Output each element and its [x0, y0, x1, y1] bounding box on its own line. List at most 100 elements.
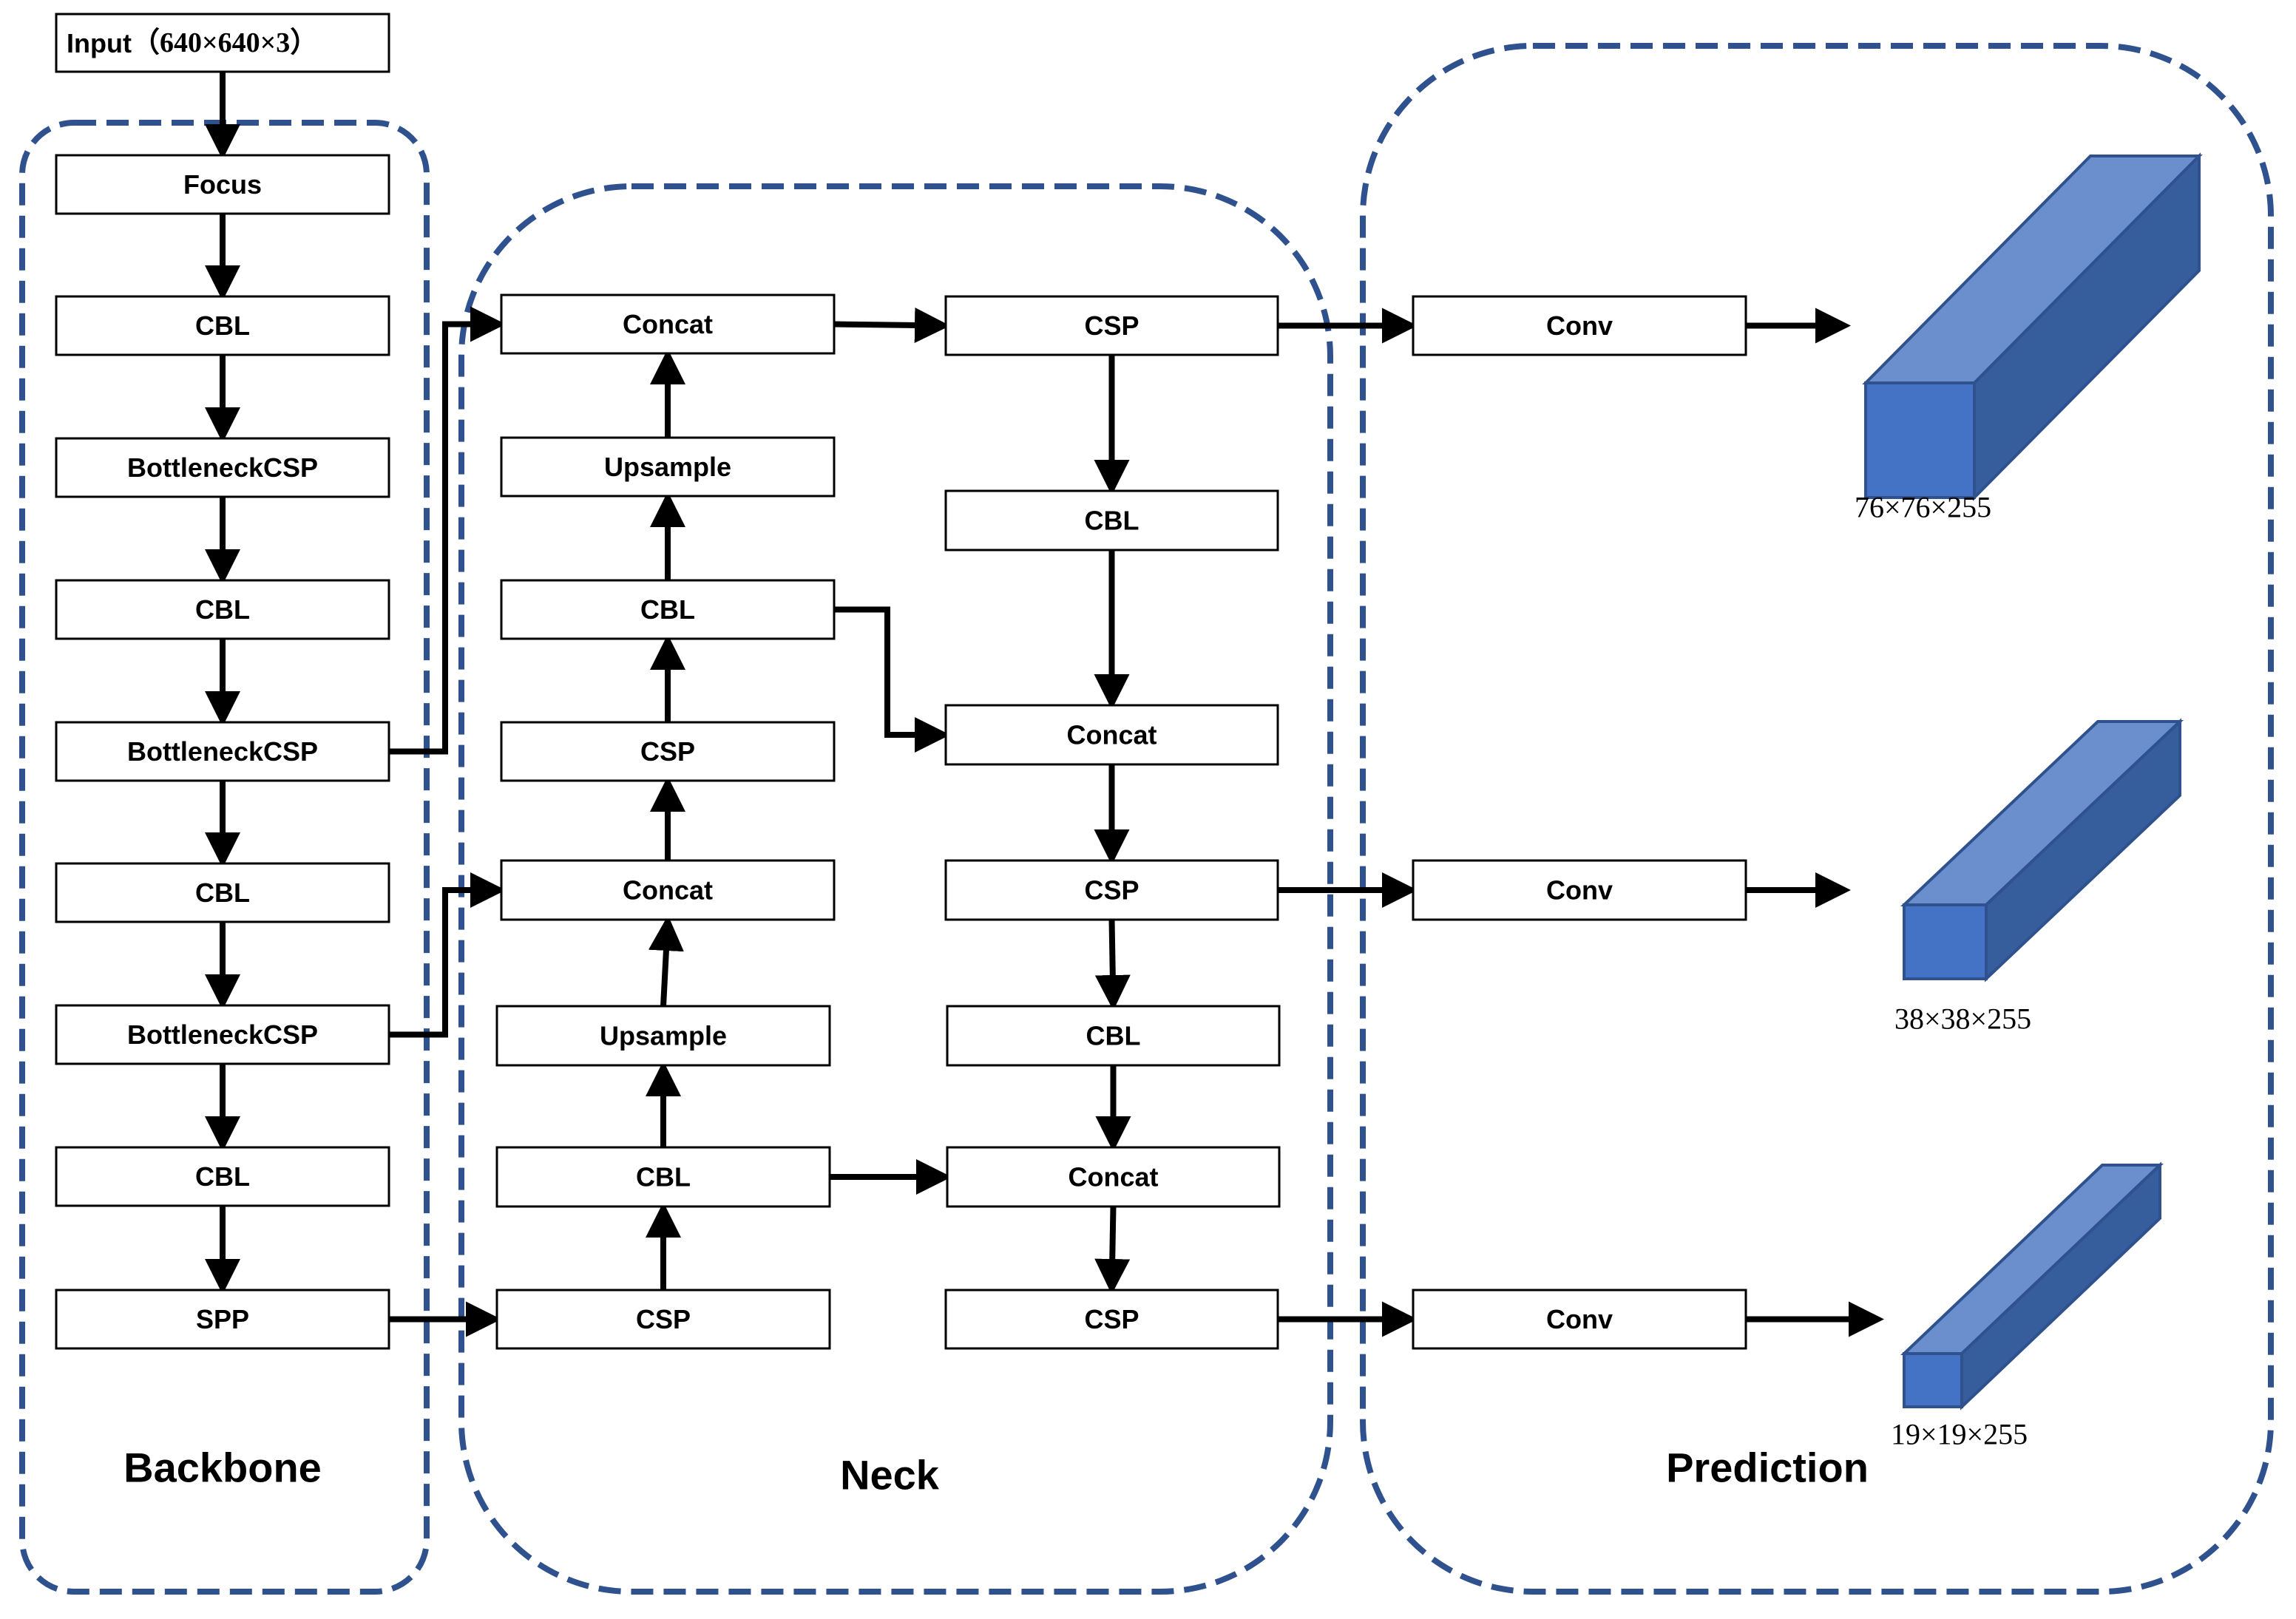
tensor-shape-label: 76×76×255: [1855, 491, 1991, 524]
node-box: [500, 721, 836, 782]
backbone-node-cbl: CBL: [55, 862, 390, 923]
edges-layer: [205, 72, 1884, 1337]
input-node: Input（640×640×3）: [55, 13, 390, 73]
node-label: CBL: [636, 1162, 691, 1192]
node-label: Conv: [1546, 1304, 1613, 1334]
node-label: CBL: [640, 594, 695, 625]
arrow-nl_cbl1-to-nr_concat1: [834, 606, 950, 753]
node-label: CSP: [636, 1304, 691, 1334]
node-box: [1412, 1289, 1747, 1350]
output-tensors-layer: 76×76×255 38×38×255 19×19×255: [1855, 152, 2203, 1451]
node-box: [946, 1146, 1281, 1208]
node-label: CSP: [1084, 1304, 1139, 1334]
neck-node-cbl: CBL: [500, 579, 836, 640]
backbone-node-bottleneckcsp: BottleneckCSP: [55, 437, 390, 498]
node-label: Conv: [1546, 875, 1613, 906]
neck-node-concat: Concat: [944, 704, 1279, 766]
node-label: CBL: [195, 594, 250, 625]
backbone-node-bottleneckcsp: BottleneckCSP: [55, 1004, 390, 1065]
backbone-node-cbl: CBL: [55, 579, 390, 640]
prediction-node-conv: Conv: [1412, 295, 1747, 356]
node-label: Conv: [1546, 310, 1613, 341]
node-box: [55, 154, 390, 215]
node-box: [500, 436, 836, 498]
tensor-front-face: [1864, 381, 1976, 499]
backbone-node-focus: Focus: [55, 154, 390, 215]
node-box: [946, 1005, 1281, 1067]
prediction-label: Prediction: [1666, 1445, 1869, 1491]
node-label: CBL: [195, 878, 250, 908]
node-label: Upsample: [600, 1021, 727, 1051]
node-box: [944, 295, 1279, 356]
input-dims: （640×640×3）: [132, 27, 318, 58]
node-label: Concat: [1068, 1162, 1158, 1192]
neck-node-concat: Concat: [500, 859, 836, 921]
node-label: CBL: [1085, 506, 1139, 536]
node-box: [55, 295, 390, 356]
node-label: BottleneckCSP: [127, 452, 318, 483]
tensor-shape-label: 19×19×255: [1891, 1418, 2028, 1451]
neck-node-csp: CSP: [495, 1289, 831, 1350]
arrow-nr_csp2-to-nr_cbl2: [1094, 919, 1131, 1011]
arrow-b_bcsp3-to-nl_concat2: [389, 872, 506, 1038]
node-label: BottleneckCSP: [127, 736, 318, 767]
arrow-nl_ups2-to-nl_concat2: [648, 915, 684, 1007]
neck-node-cbl: CBL: [944, 489, 1279, 551]
backbone-node-cbl: CBL: [55, 1146, 390, 1207]
node-label: CBL: [195, 310, 250, 341]
node-label: CSP: [1084, 875, 1139, 906]
node-box: [55, 1004, 390, 1065]
input-label: Input（640×640×3）: [67, 27, 318, 58]
neck-node-cbl: CBL: [495, 1146, 831, 1208]
node-label: CSP: [640, 736, 695, 767]
node-box: [500, 293, 836, 355]
node-box: [1412, 295, 1747, 356]
node-label: Concat: [623, 875, 713, 906]
node-box: [55, 721, 390, 782]
neck-node-concat: Concat: [946, 1146, 1281, 1208]
output-tensor-3: 19×19×255: [1891, 1161, 2164, 1451]
prediction-region: [1360, 43, 2274, 1595]
node-box: [495, 1146, 831, 1208]
node-label: CSP: [1084, 310, 1139, 341]
arrow-nl_concat1-to-nr_csp1: [833, 307, 950, 343]
node-label: SPP: [196, 1304, 249, 1334]
node-box: [500, 859, 836, 921]
node-box: [55, 437, 390, 498]
backbone-label: Backbone: [123, 1445, 322, 1491]
output-tensor-1: 76×76×255: [1855, 152, 2203, 524]
neck-label: Neck: [840, 1452, 940, 1498]
node-box: [1412, 859, 1747, 921]
node-box: [500, 579, 836, 640]
neck-node-csp: CSP: [944, 1289, 1279, 1350]
node-label: Concat: [1066, 720, 1157, 750]
neck-node-csp: CSP: [944, 295, 1279, 356]
node-box: [944, 489, 1279, 551]
node-box: [55, 579, 390, 640]
arrow-nr_concat2-to-nr_csp3: [1094, 1206, 1131, 1294]
node-box: [55, 862, 390, 923]
node-box: [495, 1005, 831, 1067]
backbone-node-cbl: CBL: [55, 295, 390, 356]
node-box: [495, 1289, 831, 1350]
neck-node-upsample: Upsample: [500, 436, 836, 498]
neck-node-cbl: CBL: [946, 1005, 1281, 1067]
tensor-front-face: [1903, 903, 1988, 980]
node-label: Concat: [623, 309, 713, 339]
node-box: [55, 1146, 390, 1207]
node-box: [55, 1289, 390, 1350]
node-box: [944, 859, 1279, 921]
backbone-node-spp: SPP: [55, 1289, 390, 1350]
prediction-node-conv: Conv: [1412, 1289, 1747, 1350]
node-box: [944, 1289, 1279, 1350]
node-label: Focus: [183, 169, 262, 200]
tensor-shape-label: 38×38×255: [1894, 1002, 2031, 1036]
neck-node-csp: CSP: [944, 859, 1279, 921]
node-label: CBL: [195, 1161, 250, 1192]
node-label: Upsample: [604, 452, 731, 482]
node-box: [944, 704, 1279, 766]
output-tensor-2: 38×38×255: [1894, 718, 2184, 1036]
node-label: CBL: [1086, 1021, 1141, 1051]
